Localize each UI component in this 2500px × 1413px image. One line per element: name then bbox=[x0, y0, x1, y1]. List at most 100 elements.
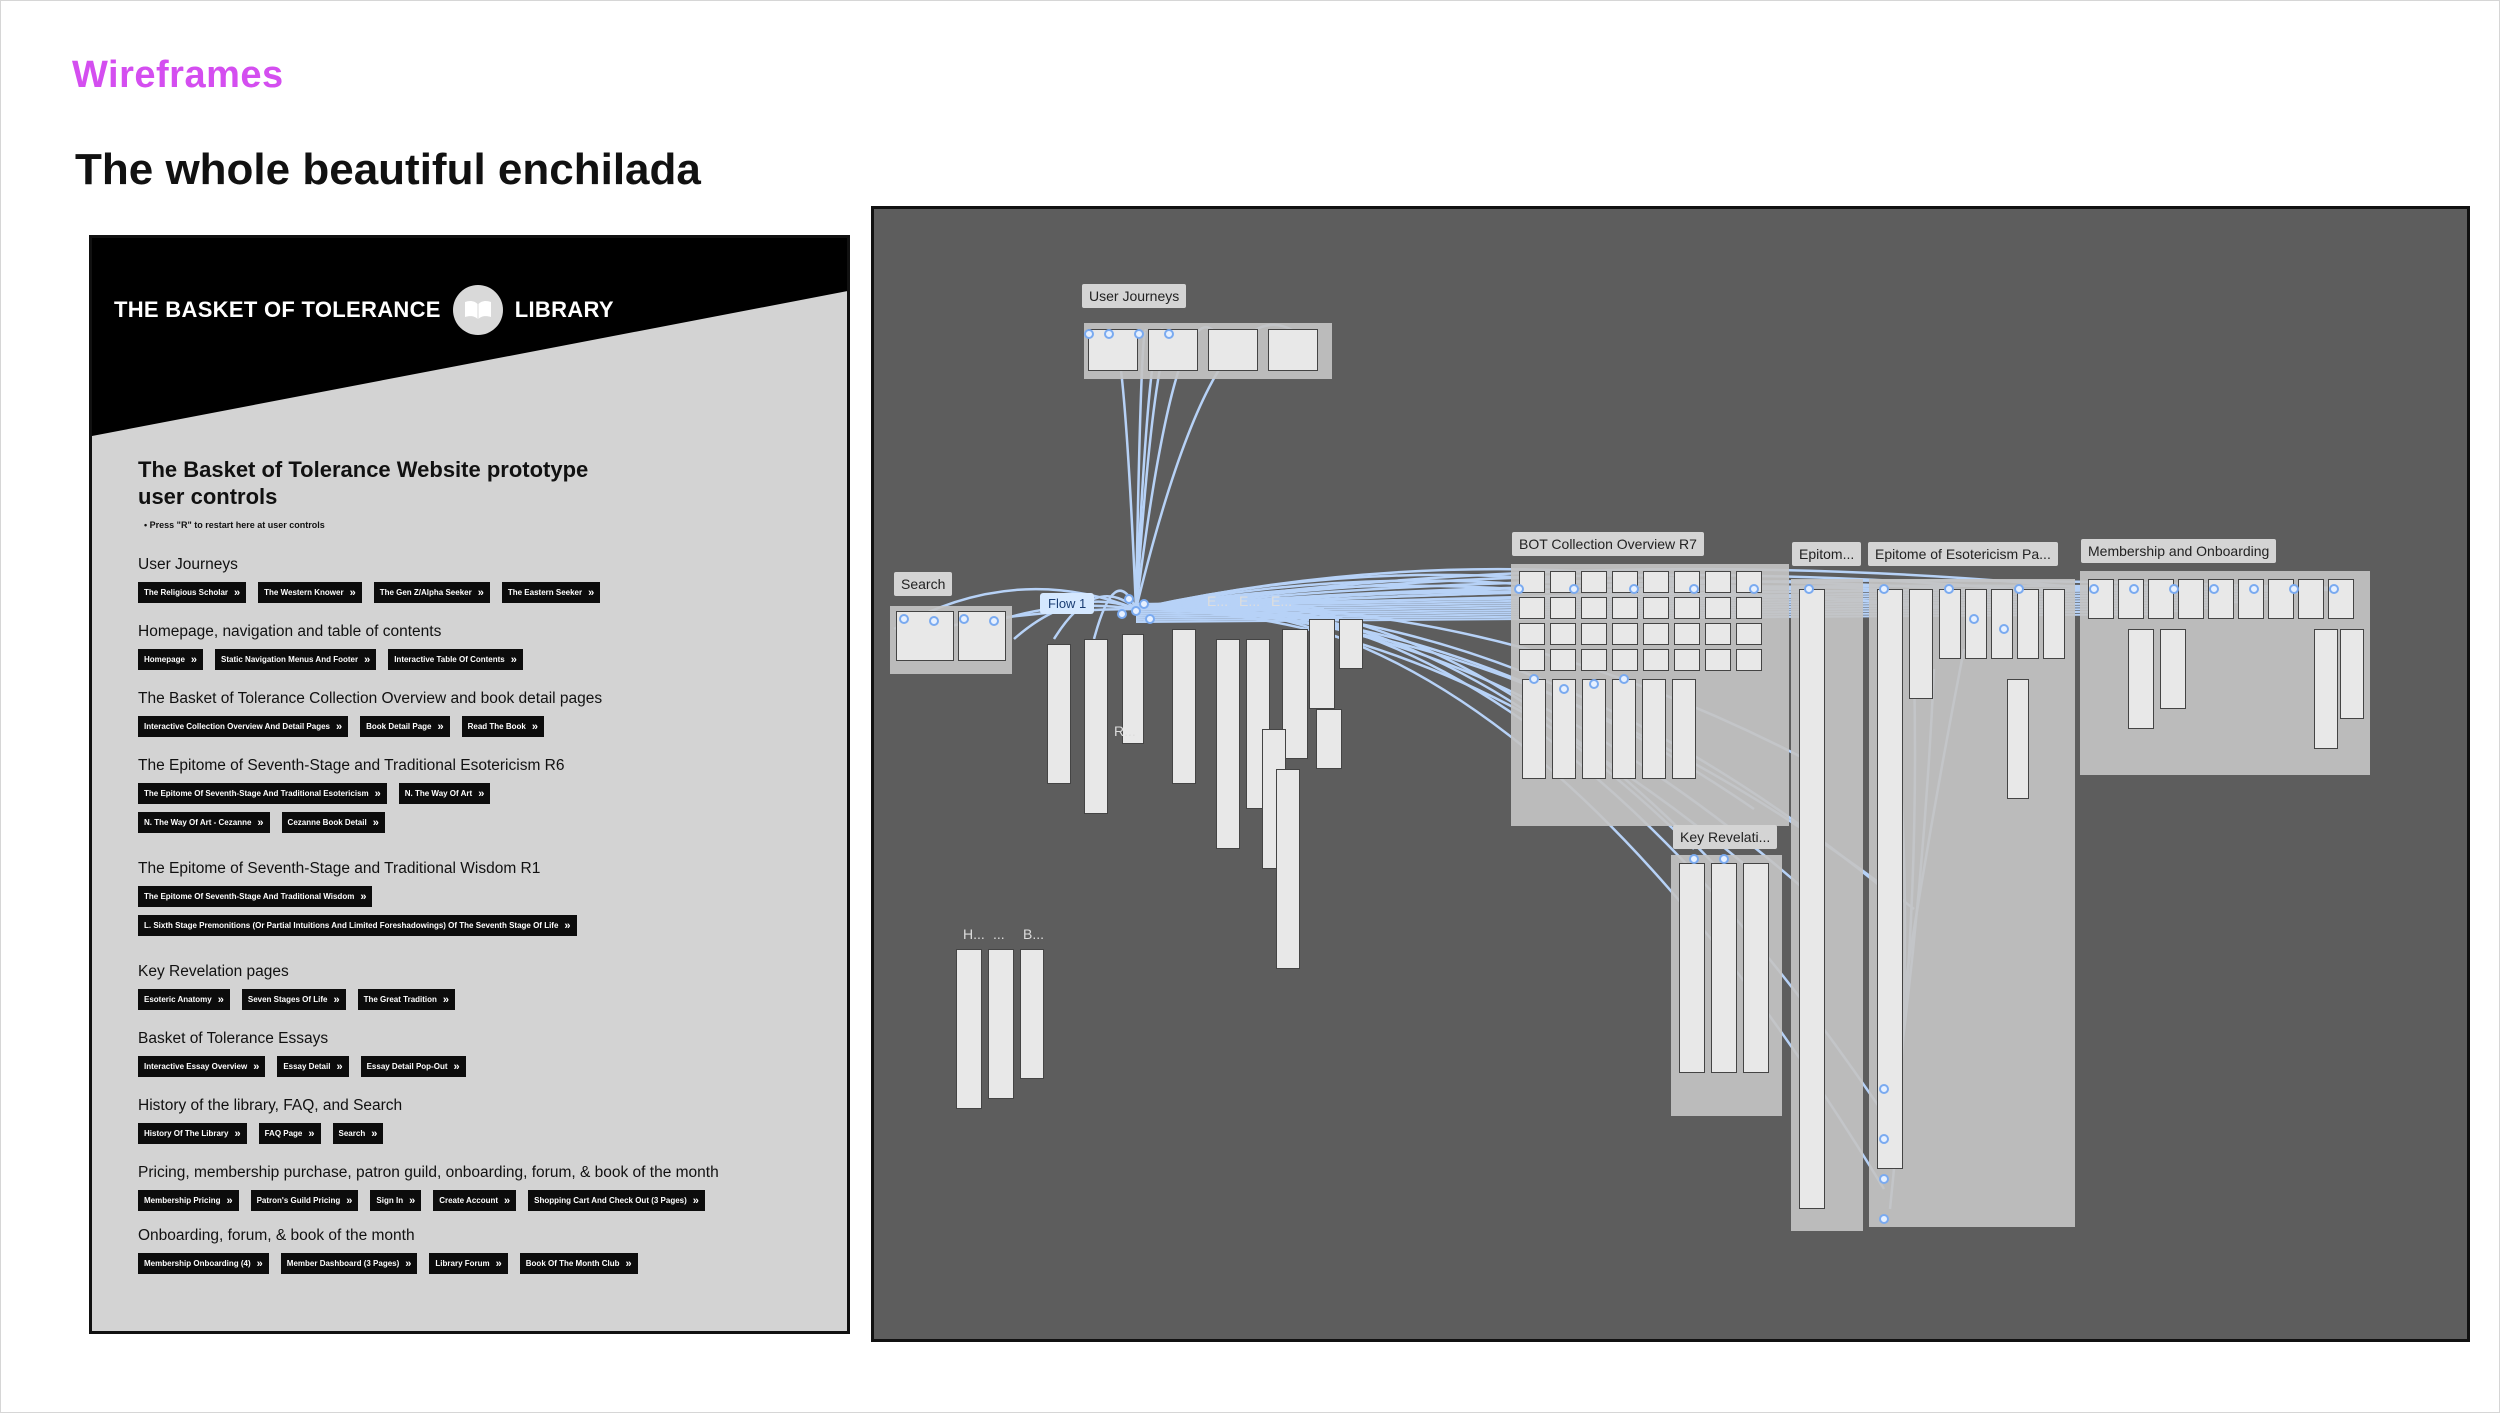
hotspot-node[interactable] bbox=[1719, 854, 1729, 864]
hotspot-node[interactable] bbox=[2014, 584, 2024, 594]
collection-frame[interactable] bbox=[1612, 649, 1638, 671]
hotspot-node[interactable] bbox=[1134, 329, 1144, 339]
membership-frame[interactable] bbox=[2128, 629, 2154, 729]
label-epitome-esotericism[interactable]: Epitome of Esotericism Pa... bbox=[1868, 542, 2058, 566]
collection-frame[interactable] bbox=[1736, 623, 1762, 645]
collection-frame[interactable] bbox=[1522, 679, 1546, 779]
collection-frame[interactable] bbox=[1643, 649, 1669, 671]
hotspot-node[interactable] bbox=[1689, 584, 1699, 594]
collection-frame[interactable] bbox=[1519, 597, 1545, 619]
hotspot-node[interactable] bbox=[1084, 329, 1094, 339]
control-link-button[interactable]: N. The Way Of Art - Cezanne» bbox=[138, 812, 270, 833]
label-b-short[interactable]: B... bbox=[1023, 926, 1045, 942]
wireframe-frame[interactable] bbox=[1047, 644, 1071, 784]
control-link-button[interactable]: Cezanne Book Detail» bbox=[281, 812, 385, 833]
control-link-button[interactable]: Essay Detail» bbox=[277, 1056, 349, 1077]
hotspot-node[interactable] bbox=[2289, 584, 2299, 594]
collection-frame[interactable] bbox=[1519, 623, 1545, 645]
control-link-button[interactable]: Membership Onboarding (4)» bbox=[138, 1253, 269, 1274]
hotspot-node[interactable] bbox=[1145, 614, 1155, 624]
collection-frame[interactable] bbox=[1705, 649, 1731, 671]
epitome-frame[interactable] bbox=[2007, 679, 2029, 799]
revelation-frame[interactable] bbox=[1743, 863, 1769, 1073]
label-e-3[interactable]: E... bbox=[1271, 593, 1293, 609]
control-link-button[interactable]: The Religious Scholar» bbox=[138, 582, 247, 603]
control-link-button[interactable]: Sign In» bbox=[370, 1190, 422, 1211]
control-link-button[interactable]: Patron's Guild Pricing» bbox=[250, 1190, 359, 1211]
collection-frame[interactable] bbox=[1550, 649, 1576, 671]
label-h-short[interactable]: H... bbox=[963, 926, 985, 942]
collection-frame[interactable] bbox=[1550, 623, 1576, 645]
collection-frame[interactable] bbox=[1612, 597, 1638, 619]
collection-frame[interactable] bbox=[1674, 597, 1700, 619]
collection-frame[interactable] bbox=[1581, 623, 1607, 645]
membership-frame[interactable] bbox=[2160, 629, 2186, 709]
control-link-button[interactable]: Create Account» bbox=[433, 1190, 517, 1211]
collection-frame[interactable] bbox=[1705, 571, 1731, 593]
control-link-button[interactable]: Membership Pricing» bbox=[138, 1190, 239, 1211]
collection-frame[interactable] bbox=[1581, 571, 1607, 593]
control-link-button[interactable]: The Gen Z/Alpha Seeker» bbox=[373, 582, 490, 603]
collection-frame[interactable] bbox=[1642, 679, 1666, 779]
membership-frame[interactable] bbox=[2340, 629, 2364, 719]
control-link-button[interactable]: The Western Knower» bbox=[258, 582, 362, 603]
hotspot-node[interactable] bbox=[1879, 1084, 1889, 1094]
hotspot-node[interactable] bbox=[1629, 584, 1639, 594]
hotspot-node[interactable] bbox=[1117, 609, 1127, 619]
control-link-button[interactable]: Member Dashboard (3 Pages)» bbox=[280, 1253, 418, 1274]
hotspot-node[interactable] bbox=[2209, 584, 2219, 594]
collection-frame[interactable] bbox=[1550, 597, 1576, 619]
hotspot-node[interactable] bbox=[1879, 584, 1889, 594]
collection-frame[interactable] bbox=[1674, 649, 1700, 671]
control-link-button[interactable]: Static Navigation Menus And Footer» bbox=[215, 649, 377, 670]
hotspot-node[interactable] bbox=[1619, 674, 1629, 684]
collection-frame[interactable] bbox=[1705, 597, 1731, 619]
control-link-button[interactable]: L. Sixth Stage Premonitions (Or Partial … bbox=[138, 915, 577, 936]
hotspot-node[interactable] bbox=[1131, 606, 1141, 616]
wireframe-frame[interactable] bbox=[1084, 639, 1108, 814]
control-link-button[interactable]: The Eastern Seeker» bbox=[501, 582, 601, 603]
hotspot-node[interactable] bbox=[1139, 599, 1149, 609]
collection-frame[interactable] bbox=[1736, 649, 1762, 671]
epitome-frame[interactable] bbox=[1909, 589, 1933, 699]
hotspot-node[interactable] bbox=[1529, 674, 1539, 684]
hotspot-node[interactable] bbox=[1514, 584, 1524, 594]
hotspot-node[interactable] bbox=[1804, 584, 1814, 594]
hotspot-node[interactable] bbox=[1749, 584, 1759, 594]
flow-1-tag[interactable]: Flow 1 bbox=[1040, 593, 1095, 614]
journey-frame[interactable] bbox=[1268, 329, 1318, 371]
label-e-1[interactable]: E... bbox=[1207, 593, 1229, 609]
epitome-frame[interactable] bbox=[1939, 589, 1961, 659]
control-link-button[interactable]: Interactive Table Of Contents» bbox=[388, 649, 523, 670]
hotspot-node[interactable] bbox=[899, 614, 909, 624]
label-dots[interactable]: ... bbox=[993, 926, 1005, 942]
collection-frame[interactable] bbox=[1519, 571, 1545, 593]
label-key-revelation[interactable]: Key Revelati... bbox=[1673, 825, 1778, 849]
epitome-frame[interactable] bbox=[2017, 589, 2039, 659]
hotspot-node[interactable] bbox=[1999, 624, 2009, 634]
label-r-short[interactable]: R... bbox=[1114, 723, 1136, 739]
control-link-button[interactable]: Interactive Collection Overview And Deta… bbox=[138, 716, 349, 737]
hotspot-node[interactable] bbox=[1879, 1174, 1889, 1184]
control-link-button[interactable]: Homepage» bbox=[138, 649, 204, 670]
journey-frame[interactable] bbox=[1208, 329, 1258, 371]
wireframe-frame[interactable] bbox=[988, 949, 1014, 1099]
wireframe-frame[interactable] bbox=[1282, 629, 1308, 759]
control-link-button[interactable]: Seven Stages Of Life» bbox=[241, 989, 346, 1010]
wireframe-frame[interactable] bbox=[1122, 634, 1144, 744]
epitome-frame[interactable] bbox=[1799, 589, 1825, 1209]
collection-frame[interactable] bbox=[1581, 597, 1607, 619]
wireframe-frame[interactable] bbox=[1172, 629, 1196, 784]
control-link-button[interactable]: FAQ Page» bbox=[258, 1123, 321, 1144]
revelation-frame[interactable] bbox=[1711, 863, 1737, 1073]
label-e-2[interactable]: E... bbox=[1239, 593, 1261, 609]
membership-frame[interactable] bbox=[2298, 579, 2324, 619]
control-link-button[interactable]: Book Of The Month Club» bbox=[519, 1253, 638, 1274]
wireframe-frame[interactable] bbox=[1020, 949, 1044, 1079]
control-link-button[interactable]: N. The Way Of Art» bbox=[398, 783, 491, 804]
hotspot-node[interactable] bbox=[1164, 329, 1174, 339]
control-link-button[interactable]: The Great Tradition» bbox=[357, 989, 456, 1010]
wireframe-frame[interactable] bbox=[1216, 639, 1240, 849]
hotspot-node[interactable] bbox=[1969, 614, 1979, 624]
hotspot-node[interactable] bbox=[1104, 329, 1114, 339]
